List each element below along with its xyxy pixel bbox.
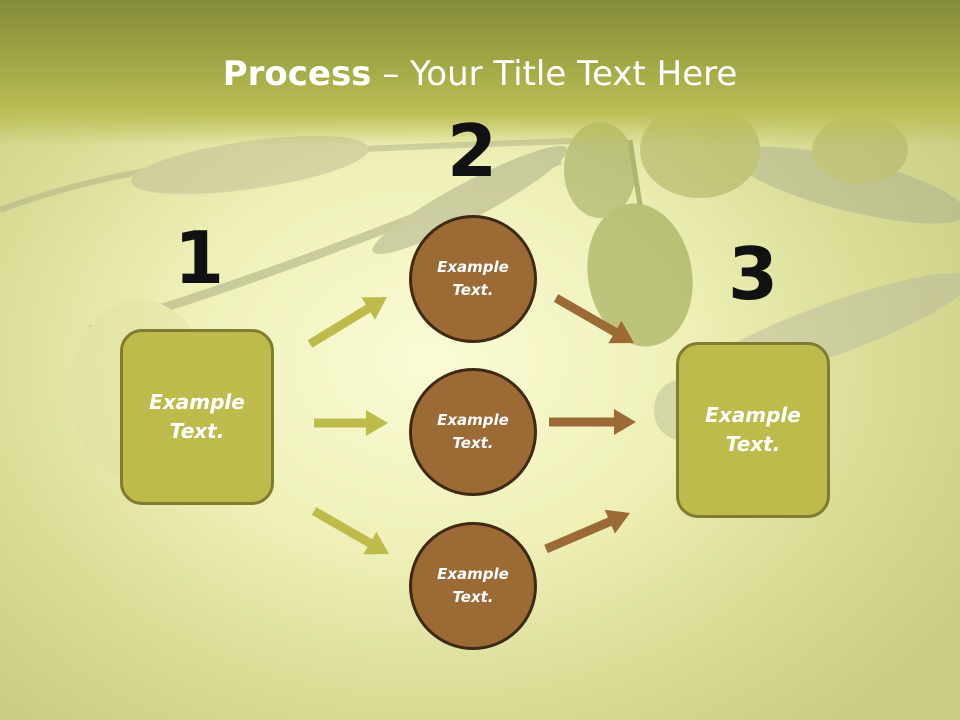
- step-2-label-middle: Example Text.: [437, 411, 509, 452]
- arrow-1-to-2-bottom: [311, 507, 389, 555]
- step-2-number: 2: [446, 109, 498, 193]
- step-2-label-top: Example Text.: [437, 258, 509, 299]
- title-rest-part: – Your Title Text Here: [371, 54, 738, 94]
- step-1-box: Example Text.: [120, 329, 274, 505]
- step-3-box: Example Text.: [676, 342, 830, 518]
- step-2-circle-middle: Example Text.: [409, 368, 537, 496]
- arrow-2-top-to-3: [553, 294, 634, 344]
- step-2-circle-bottom: Example Text.: [409, 522, 537, 650]
- step-3-number: 3: [727, 232, 779, 316]
- step-2-circle-top: Example Text.: [409, 215, 537, 343]
- step-3-label: Example Text.: [705, 403, 801, 456]
- title-band: [0, 0, 960, 145]
- arrow-2-bottom-to-3: [544, 509, 630, 554]
- arrow-2-middle-to-3: [549, 409, 636, 435]
- step-1-number: 1: [173, 216, 225, 300]
- title-bold-part: Process: [222, 54, 372, 94]
- step-2-label-bottom: Example Text.: [437, 565, 509, 606]
- arrow-1-to-2-top: [307, 297, 387, 348]
- arrow-1-to-2-middle: [314, 410, 388, 436]
- slide-title: Process – Your Title Text Here: [0, 52, 960, 96]
- step-1-label: Example Text.: [149, 390, 245, 443]
